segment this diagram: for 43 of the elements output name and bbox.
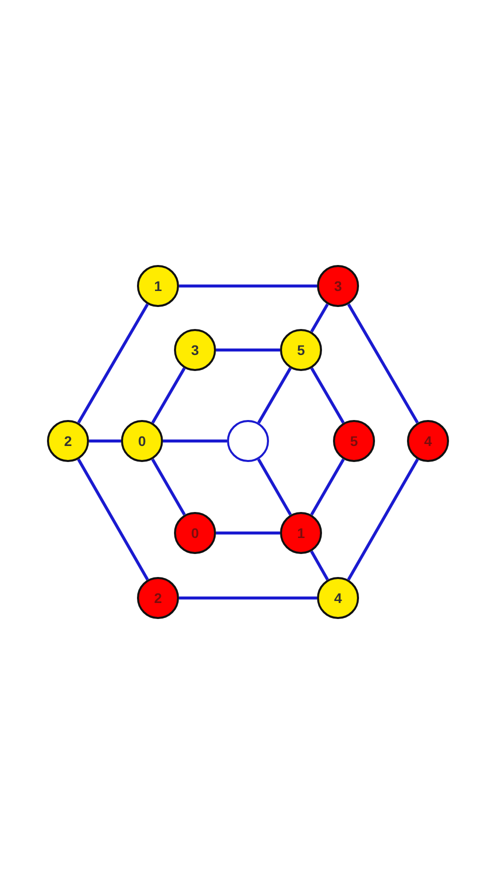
node-number: 2 [154, 590, 162, 606]
connector-line [257, 458, 292, 516]
number-circle [280, 512, 322, 554]
empty-circle [227, 420, 269, 462]
node-number: 4 [334, 590, 342, 606]
connector-line [151, 367, 186, 424]
connector-line [216, 532, 280, 534]
connector-line [310, 303, 329, 333]
node-number: 5 [350, 433, 358, 449]
connector-line [310, 550, 329, 580]
number-circle [137, 577, 179, 619]
node-number: 5 [297, 342, 305, 358]
number-circle [317, 265, 359, 307]
node-number: 3 [191, 342, 199, 358]
number-circle [121, 420, 163, 462]
number-circle [137, 265, 179, 307]
connector-line [163, 440, 227, 442]
connector-line [77, 458, 149, 581]
number-circle [407, 420, 449, 462]
connector-line [179, 596, 317, 600]
number-circle [174, 329, 216, 371]
connector-line [179, 284, 317, 288]
connector-line [310, 458, 345, 516]
node-number: 1 [154, 278, 162, 294]
connector-line [347, 303, 419, 424]
connector-line [77, 303, 149, 424]
node-number: 0 [191, 525, 199, 541]
connector-line [347, 458, 419, 581]
connector-line [257, 367, 292, 424]
number-circle [280, 329, 322, 371]
node-number: 1 [297, 525, 305, 541]
node-number: 2 [64, 433, 72, 449]
node-number: 0 [138, 433, 146, 449]
connector-line [216, 348, 280, 352]
number-circle [47, 420, 89, 462]
node-number: 4 [424, 433, 432, 449]
connector-line [89, 440, 121, 442]
number-circle [333, 420, 375, 462]
connector-line [310, 367, 345, 424]
node-number: 3 [334, 278, 342, 294]
number-circle [317, 577, 359, 619]
connector-line [151, 458, 186, 516]
number-circle [174, 512, 216, 554]
